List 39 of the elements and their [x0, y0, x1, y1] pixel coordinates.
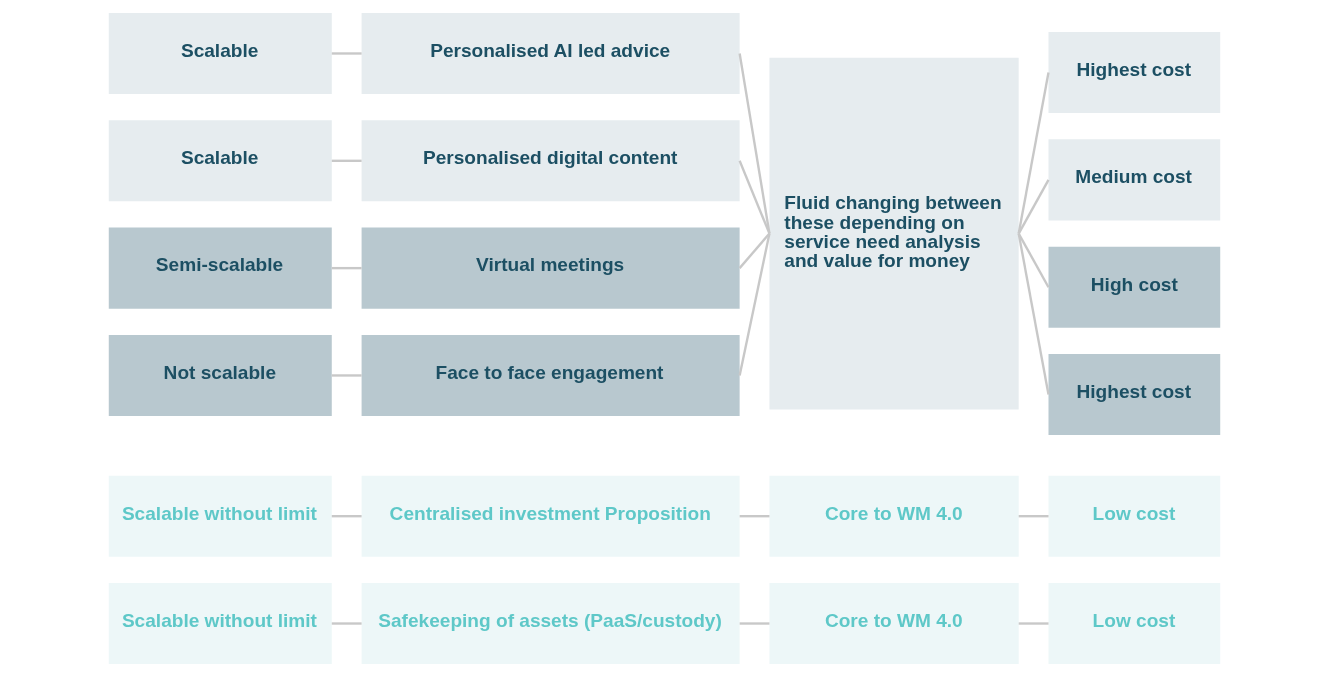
node-box: Virtual meetings	[361, 227, 740, 309]
node-box: Medium cost	[1048, 139, 1220, 221]
connector	[738, 160, 771, 234]
node-box: Centralised investment Proposition	[361, 475, 740, 557]
connector	[1017, 232, 1050, 288]
node-box: Fluid changing between these depending on service need analysis and value for money	[768, 57, 1019, 410]
node-box: Core to WM 4.0	[768, 582, 1019, 665]
node-box: High cost	[1048, 246, 1220, 328]
node-box: Face to face engagement	[361, 334, 740, 416]
node-box: Low cost	[1048, 475, 1220, 557]
node-box: Scalable without limit	[108, 582, 332, 665]
connector	[1017, 72, 1050, 234]
connector	[331, 515, 362, 518]
connector	[331, 374, 362, 377]
connector	[1017, 233, 1050, 395]
node-box: Highest cost	[1048, 32, 1220, 114]
node-box: Semi-scalable	[108, 227, 332, 309]
node-box: Low cost	[1048, 582, 1220, 665]
connector	[1018, 515, 1048, 518]
connector	[738, 232, 770, 269]
node-box: Scalable	[108, 120, 332, 202]
connector	[1018, 622, 1048, 625]
node-box: Personalised digital content	[361, 120, 740, 202]
node-box: Scalable without limit	[108, 475, 332, 557]
connector	[737, 53, 771, 234]
connector	[739, 622, 769, 625]
node-box: Scalable	[108, 12, 332, 95]
node-box: Not scalable	[108, 334, 332, 416]
connector	[331, 266, 362, 270]
node-box: Highest cost	[1048, 354, 1220, 436]
connector	[331, 622, 362, 625]
node-box: Safekeeping of assets (PaaS/custody)	[361, 582, 740, 665]
node-box: Core to WM 4.0	[768, 475, 1019, 557]
node-box: Personalised AI led advice	[361, 12, 740, 95]
connector	[331, 52, 362, 55]
connector	[739, 515, 769, 518]
connector	[331, 159, 362, 162]
connector	[1017, 179, 1050, 235]
connector	[737, 233, 771, 376]
